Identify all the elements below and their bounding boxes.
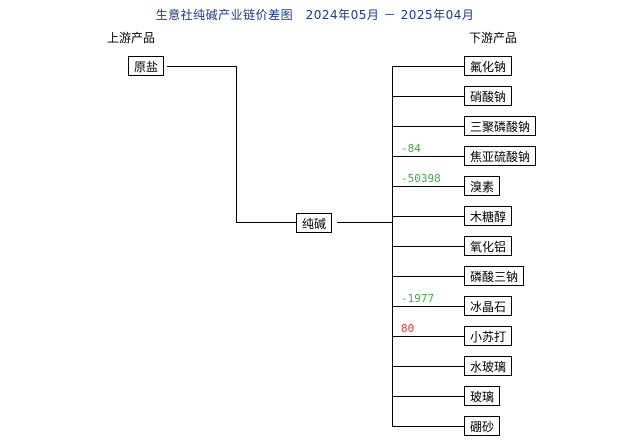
chart-title: 生意社纯碱产业链价差图 2024年05月 － 2025年04月	[155, 8, 475, 22]
downstream-node[interactable]: 玻璃	[464, 386, 501, 406]
downstream-branch	[392, 336, 465, 337]
downstream-node[interactable]: 木糖醇	[464, 206, 513, 226]
price-diff-label: -84	[401, 142, 421, 155]
downstream-branch	[392, 216, 465, 217]
downstream-node[interactable]: 磷酸三钠	[464, 266, 525, 286]
downstream-branch	[392, 156, 465, 157]
downstream-node[interactable]: 焦亚硫酸钠	[464, 146, 537, 166]
downstream-branch	[392, 366, 465, 367]
downstream-branch	[392, 426, 465, 427]
downstream-branch	[392, 306, 465, 307]
connector-center-trunk	[337, 222, 393, 223]
downstream-branch	[392, 126, 465, 127]
downstream-node[interactable]: 硝酸钠	[464, 86, 513, 106]
downstream-branch	[392, 186, 465, 187]
downstream-node[interactable]: 氧化铝	[464, 236, 513, 256]
upstream-node[interactable]: 原盐	[128, 56, 165, 76]
upstream-label: 上游产品	[107, 31, 156, 45]
center-node[interactable]: 纯碱	[296, 213, 333, 233]
downstream-node[interactable]: 氟化钠	[464, 56, 513, 76]
downstream-node[interactable]: 硼砂	[464, 416, 501, 436]
downstream-node[interactable]: 小苏打	[464, 326, 513, 346]
downstream-node[interactable]: 冰晶石	[464, 296, 513, 316]
downstream-branch	[392, 246, 465, 247]
downstream-label: 下游产品	[469, 31, 518, 45]
downstream-branch	[392, 396, 465, 397]
price-diff-label: -50398	[401, 172, 441, 185]
connector-upstream-h	[167, 66, 237, 67]
downstream-branch	[392, 96, 465, 97]
downstream-node[interactable]: 三聚磷酸钠	[464, 116, 537, 136]
downstream-node[interactable]: 水玻璃	[464, 356, 513, 376]
connector-upstream-v	[236, 66, 237, 223]
downstream-node[interactable]: 溴素	[464, 176, 501, 196]
downstream-branch	[392, 276, 465, 277]
price-diff-label: 80	[401, 322, 415, 335]
connector-to-center	[236, 222, 296, 223]
price-diff-label: -1977	[401, 292, 435, 305]
downstream-branch	[392, 66, 465, 67]
